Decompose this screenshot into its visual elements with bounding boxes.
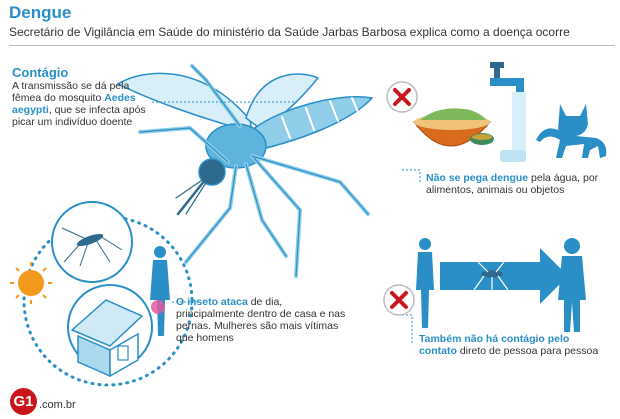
woman-figure-icon: [150, 246, 170, 336]
food-bowl-icon: [412, 108, 494, 147]
deny-icon-food: [386, 81, 418, 113]
bite-mark-icon: [151, 300, 165, 314]
nao-pega-highlight: Não se pega dengue: [426, 172, 529, 184]
connector-lines: [152, 101, 421, 345]
contato-description: Também não há contágio pelo contato dire…: [419, 333, 599, 357]
g1-domain-text: .com.br: [39, 399, 76, 411]
house-icon: [67, 284, 153, 378]
contact-scene: [416, 238, 586, 332]
contato-text: direto de pessoa para pessoa: [456, 345, 599, 357]
deny-icon-contact: [383, 284, 415, 316]
contagio-species-name: Aedes aegypti: [12, 92, 136, 116]
man-figure-icon: [558, 238, 586, 332]
mosquito-circle: [51, 201, 133, 283]
contato-highlight: Também não há contágio pelo contato: [419, 333, 570, 357]
inseto-description: O inseto ataca de dia, principalmente de…: [176, 296, 348, 344]
contagio-description: A transmissão se dá pela fêmea do mosqui…: [12, 80, 160, 128]
page-title: Dengue: [9, 3, 72, 22]
nao-pega-description: Não se pega dengue pela água, por alimen…: [426, 172, 616, 196]
faucet-icon: [490, 62, 526, 162]
g1-logo[interactable]: G1: [10, 388, 37, 415]
arrow-mosquito-icon: [473, 261, 509, 292]
inseto-highlight: O inseto ataca: [176, 296, 248, 308]
nao-pega-text: pela água, por alimentos, animais ou obj…: [426, 172, 599, 196]
contagio-text-end: , que se infecta após picar um indivíduo…: [12, 104, 146, 128]
cycle-dotted-circle: [22, 215, 194, 387]
transfer-arrow: [440, 248, 568, 304]
inseto-text: de dia, principalmente dentro de casa e …: [176, 296, 346, 344]
header-divider: [9, 45, 615, 46]
contagio-heading: Contágio: [12, 65, 69, 80]
page-subtitle: Secretário de Vigilância em Saúde do min…: [9, 25, 570, 39]
sun-icon: [10, 262, 52, 304]
woman-figure-contact-icon: [416, 238, 434, 328]
cat-icon: [536, 104, 607, 158]
contagio-text-start: A transmissão se dá pela fêmea do mosqui…: [12, 80, 130, 104]
